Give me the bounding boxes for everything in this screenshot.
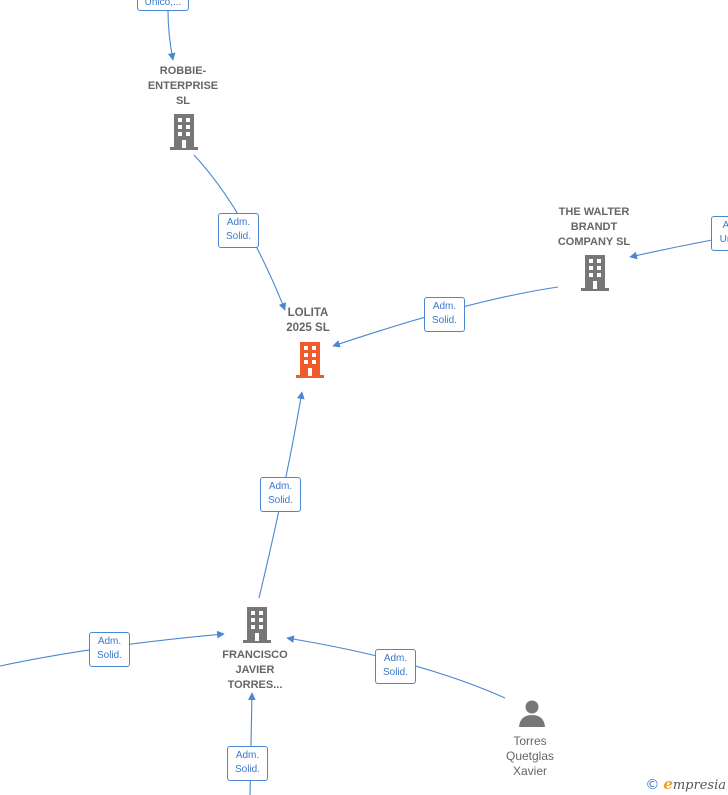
- edge-label-walter-lolita[interactable]: Adm. Solid.: [424, 297, 465, 332]
- node-label-torres[interactable]: Torres Quetglas Xavier: [505, 734, 555, 778]
- node-label-francisco[interactable]: FRANCISCO JAVIER TORRES...: [222, 649, 288, 691]
- brand-watermark: ©empresia: [645, 775, 726, 793]
- edge-label-top-cut[interactable]: Unico,...: [137, 0, 189, 11]
- edge-label-bottom-francisco[interactable]: Adm. Solid.: [227, 746, 268, 781]
- edge-bottom-to-francisco: [248, 692, 256, 795]
- building-icon: [170, 114, 198, 150]
- edge-label-torres-francisco[interactable]: Adm. Solid.: [375, 649, 416, 684]
- edge-label-right-cut[interactable]: A Un: [711, 216, 728, 251]
- node-label-robbie[interactable]: ROBBIE- ENTERPRISE SL: [147, 65, 219, 107]
- brand-name: mpresia: [672, 778, 726, 793]
- node-label-walter[interactable]: THE WALTER BRANDT COMPANY SL: [557, 206, 631, 248]
- edge-top-to-robbie: [167, 9, 176, 61]
- person-icon: [519, 700, 545, 727]
- building-icon: [243, 607, 271, 643]
- edge-label-francisco-lolita[interactable]: Adm. Solid.: [260, 477, 301, 512]
- copyright-icon: ©: [645, 777, 660, 793]
- edge-right-to-walter: [629, 239, 713, 260]
- brand-letter: e: [663, 775, 673, 793]
- building-icon: [296, 342, 324, 378]
- building-icon: [581, 255, 609, 291]
- edge-label-left-francisco[interactable]: Adm. Solid.: [89, 632, 130, 667]
- edge-label-robbie-lolita[interactable]: Adm. Solid.: [218, 213, 259, 248]
- node-label-lolita[interactable]: LOLITA 2025 SL: [286, 307, 330, 334]
